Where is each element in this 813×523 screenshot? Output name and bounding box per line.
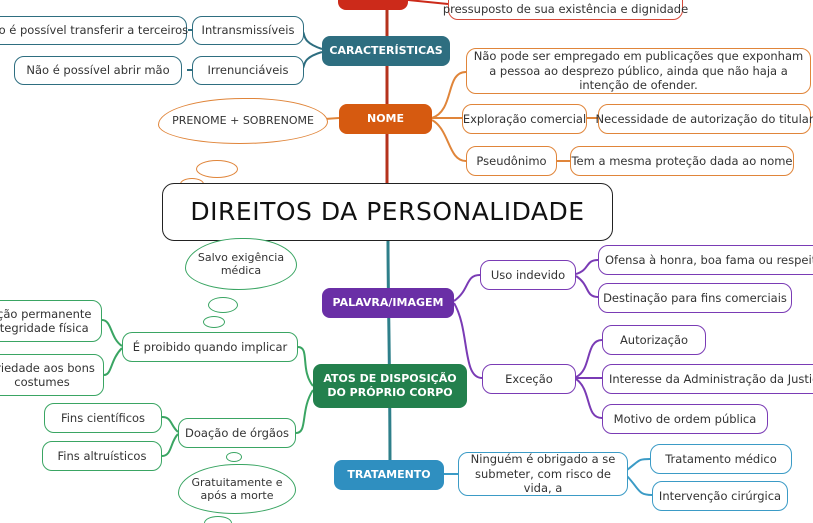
branch-nome-label: NOME bbox=[366, 112, 405, 126]
cloud-salvo-exigencia-text: Salvo exigência médica bbox=[197, 250, 285, 277]
top-branch-node[interactable] bbox=[338, 0, 408, 10]
cloud-tail-bubble bbox=[226, 452, 242, 462]
node-intransmissiveis-note[interactable]: Não é possível transferir a terceiros bbox=[0, 16, 189, 45]
node-irrenunciaveis-label: Irrenunciáveis bbox=[207, 63, 289, 78]
branch-atos-disposicao[interactable]: ATOS DE DISPOSIÇÃO DO PRÓPRIO CORPO bbox=[313, 364, 467, 408]
cloud-tail-bubble bbox=[196, 160, 238, 178]
node-fins-cientificos[interactable]: Fins científicos bbox=[44, 403, 162, 433]
node-irrenunciaveis-note-text: Não é possível abrir mão bbox=[26, 63, 170, 78]
node-bons-costumes-text: ariedade aos bons costumes bbox=[0, 360, 95, 389]
node-irrenunciaveis[interactable]: Irrenunciáveis bbox=[192, 56, 304, 85]
node-intransmissiveis-note-text: Não é possível transferir a terceiros bbox=[0, 23, 189, 38]
node-fins-altruisticos[interactable]: Fins altruísticos bbox=[42, 441, 162, 471]
node-interesse-justica[interactable]: Interesse da Administração da Justiç bbox=[602, 364, 813, 394]
node-intransmissiveis[interactable]: Intransmissíveis bbox=[192, 16, 304, 45]
node-ordem-publica[interactable]: Motivo de ordem pública bbox=[602, 404, 768, 434]
cloud-tail-bubble bbox=[204, 516, 232, 523]
cloud-salvo-exigencia[interactable]: Salvo exigência médica bbox=[185, 238, 297, 290]
node-intransmissiveis-label: Intransmissíveis bbox=[201, 23, 295, 38]
node-proibido-implicar[interactable]: É proibido quando implicar bbox=[122, 332, 298, 362]
node-ninguem-obrigado[interactable]: Ninguém é obrigado a se submeter, com ri… bbox=[458, 452, 628, 496]
cloud-gratuitamente[interactable]: Gratuitamente e após a morte bbox=[178, 464, 296, 514]
top-partial-text: pressuposto de sua existência e dignidad… bbox=[442, 1, 689, 16]
node-exploracao-comercial[interactable]: Exploração comercial bbox=[462, 104, 587, 134]
node-autorizacao[interactable]: Autorização bbox=[602, 325, 706, 355]
node-fins-comerciais-text: Destinação para fins comerciais bbox=[603, 290, 787, 305]
branch-atos-disposicao-label: ATOS DE DISPOSIÇÃO DO PRÓPRIO CORPO bbox=[323, 372, 457, 399]
node-excecao[interactable]: Exceção bbox=[482, 364, 576, 394]
trunk-line-lower bbox=[386, 239, 392, 475]
node-ordem-publica-text: Motivo de ordem pública bbox=[613, 411, 757, 426]
node-pseudonimo-label: Pseudônimo bbox=[476, 153, 547, 168]
node-exploracao-comercial-label: Exploração comercial bbox=[462, 111, 587, 126]
branch-tratamento[interactable]: TRATAMENTO bbox=[334, 460, 444, 490]
branch-tratamento-label: TRATAMENTO bbox=[347, 468, 431, 482]
node-fins-cientificos-text: Fins científicos bbox=[60, 410, 146, 425]
node-tratamento-medico[interactable]: Tratamento médico bbox=[650, 444, 792, 474]
branch-nome[interactable]: NOME bbox=[339, 104, 432, 134]
branch-caracteristicas[interactable]: CARACTERÍSTICAS bbox=[322, 36, 450, 66]
node-doacao-orgaos-label: Doação de órgãos bbox=[185, 425, 289, 440]
central-topic-text: DIREITOS DA PERSONALIDADE bbox=[190, 197, 585, 227]
node-diminuicao-integridade-text: uição permanente integridade física bbox=[0, 306, 92, 335]
node-interesse-justica-text: Interesse da Administração da Justiç bbox=[609, 371, 813, 386]
node-ninguem-obrigado-text: Ninguém é obrigado a se submeter, com ri… bbox=[470, 452, 616, 496]
node-ofensa-honra[interactable]: Ofensa à honra, boa fama ou respeitab bbox=[598, 245, 813, 275]
node-excecao-label: Exceção bbox=[505, 371, 553, 386]
node-fins-altruisticos-text: Fins altruísticos bbox=[57, 448, 147, 463]
cloud-tail-bubble bbox=[203, 316, 225, 328]
node-autorizacao-text: Autorização bbox=[619, 332, 689, 347]
node-nome-publicacoes-text: Não pode ser empregado em publicações qu… bbox=[473, 49, 804, 93]
node-pseudonimo-note-text: Tem a mesma proteção dada ao nome bbox=[571, 153, 793, 168]
cloud-gratuitamente-text: Gratuitamente e após a morte bbox=[191, 475, 283, 502]
node-doacao-orgaos[interactable]: Doação de órgãos bbox=[178, 418, 296, 448]
node-uso-indevido-label: Uso indevido bbox=[490, 267, 566, 282]
node-diminuicao-integridade[interactable]: uição permanente integridade física bbox=[0, 300, 102, 342]
central-topic[interactable]: DIREITOS DA PERSONALIDADE bbox=[162, 183, 613, 241]
node-exploracao-note-text: Necessidade de autorização do titular bbox=[595, 111, 813, 126]
node-intervencao-cirurgica-text: Intervenção cirúrgica bbox=[658, 488, 782, 503]
node-pseudonimo[interactable]: Pseudônimo bbox=[466, 146, 557, 176]
top-partial-node[interactable]: pressuposto de sua existência e dignidad… bbox=[443, 0, 688, 20]
cloud-prenome-sobrenome[interactable]: PRENOME + SOBRENOME bbox=[158, 98, 328, 144]
node-proibido-implicar-label: É proibido quando implicar bbox=[132, 339, 288, 354]
cloud-tail-bubble bbox=[208, 297, 238, 313]
node-fins-comerciais[interactable]: Destinação para fins comerciais bbox=[598, 283, 792, 313]
branch-palavra-imagem-label: PALAVRA/IMAGEM bbox=[332, 296, 444, 310]
node-bons-costumes[interactable]: ariedade aos bons costumes bbox=[0, 354, 104, 396]
node-exploracao-note[interactable]: Necessidade de autorização do titular bbox=[595, 104, 813, 134]
node-tratamento-medico-text: Tratamento médico bbox=[665, 451, 777, 466]
node-intervencao-cirurgica[interactable]: Intervenção cirúrgica bbox=[652, 481, 788, 511]
cloud-prenome-sobrenome-text: PRENOME + SOBRENOME bbox=[172, 114, 314, 128]
node-pseudonimo-note[interactable]: Tem a mesma proteção dada ao nome bbox=[570, 146, 794, 176]
node-nome-publicacoes[interactable]: Não pode ser empregado em publicações qu… bbox=[466, 48, 811, 94]
node-ofensa-honra-text: Ofensa à honra, boa fama ou respeitab bbox=[605, 252, 813, 267]
node-irrenunciaveis-note[interactable]: Não é possível abrir mão bbox=[14, 56, 182, 85]
node-uso-indevido[interactable]: Uso indevido bbox=[480, 260, 576, 290]
branch-palavra-imagem[interactable]: PALAVRA/IMAGEM bbox=[322, 288, 454, 318]
branch-caracteristicas-label: CARACTERÍSTICAS bbox=[329, 44, 443, 58]
